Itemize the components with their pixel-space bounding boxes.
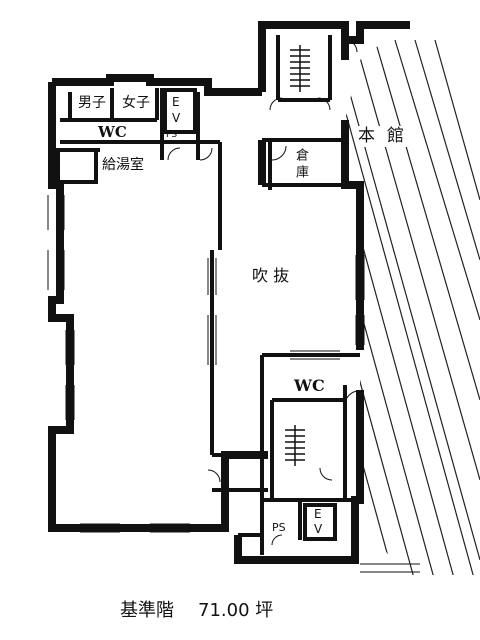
room-label-male-wc: 男子 (78, 95, 106, 111)
caption-area: 71.00 坪 (198, 600, 274, 621)
room-label-female-wc: 女子 (122, 95, 150, 111)
caption-floor: 基準階 (120, 600, 174, 621)
floor-plan (47, 21, 480, 575)
outer-walls (48, 21, 410, 564)
room-label-wc-2: WC (294, 376, 325, 395)
room-label-wc-1: WC (98, 123, 127, 141)
windows (47, 195, 420, 573)
room-label-elevator-1: E V (172, 95, 181, 125)
room-label-ps-1: PS (166, 130, 178, 140)
stair-top (290, 45, 310, 92)
floor-caption: 基準階 71.00 坪 (120, 596, 297, 622)
stair-bottom (285, 425, 305, 466)
room-label-elevator-2: E V (314, 507, 323, 536)
inner-walls (56, 35, 360, 555)
room-label-pantry: 給湯室 (102, 157, 144, 173)
room-label-honkan: 本館 (356, 126, 418, 147)
room-label-ps-2: PS (272, 521, 286, 534)
doors (167, 39, 360, 546)
room-label-atrium: 吹 抜 (252, 266, 290, 285)
room-label-storage: 倉庫 (293, 148, 308, 182)
